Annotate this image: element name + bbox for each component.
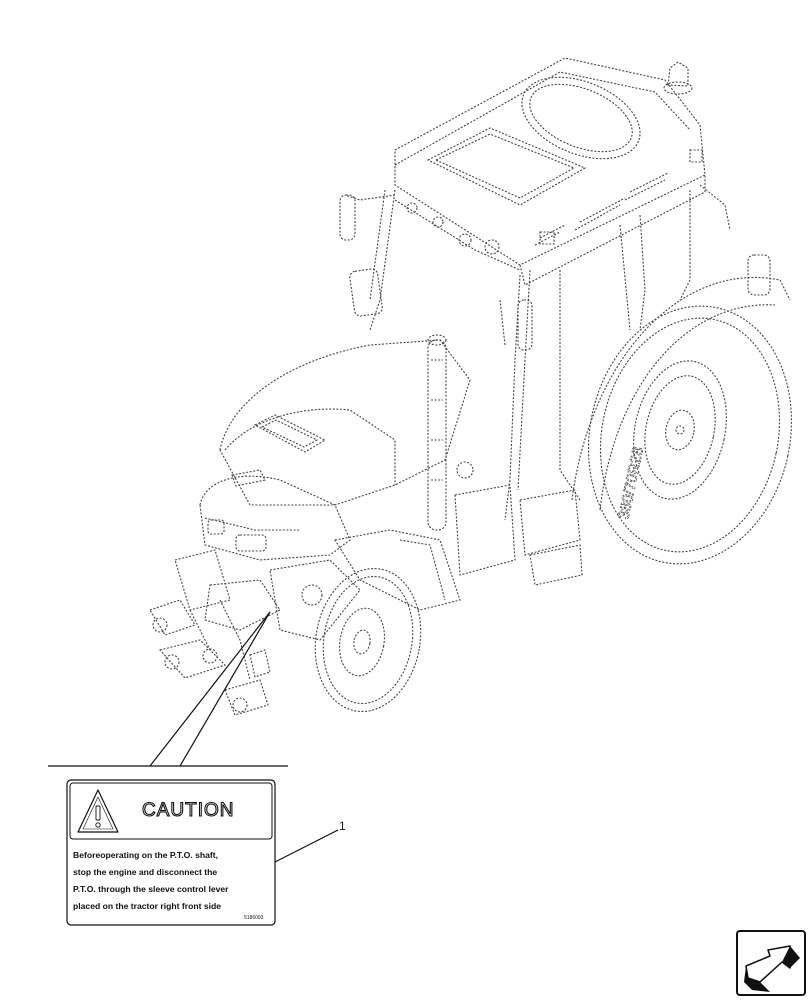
side-mirrors (339, 184, 771, 296)
leader-lines (48, 611, 339, 863)
caution-line-3: P.T.O. through the sleeve control lever (73, 884, 229, 894)
front-wheel (314, 567, 422, 713)
caution-line-4: placed on the tractor right front side (73, 901, 221, 911)
part-code: 5186093 (244, 915, 264, 921)
rear-wheel: 380/70R28 (571, 276, 793, 565)
cab-roof (394, 57, 706, 286)
front-hitch (149, 549, 281, 716)
tire-marking: 380/70R28 (615, 445, 647, 520)
chassis (269, 529, 461, 641)
cab-steps (454, 461, 583, 586)
caution-decal: CAUTION Beforeoperating on the P.T.O. sh… (66, 779, 276, 926)
exhaust-stack (427, 334, 447, 531)
tractor-illustration: 380/70R28 (149, 57, 793, 716)
caution-line-2: stop the engine and disconnect the (73, 867, 217, 877)
caution-line-1: Beforeoperating on the P.T.O. shaft, (73, 850, 218, 860)
warning-triangle-icon (77, 789, 119, 833)
next-page-arrow-icon[interactable] (736, 930, 806, 996)
caution-heading: CAUTION (142, 800, 235, 821)
callout-number: 1 (339, 819, 346, 833)
hood (199, 339, 471, 561)
